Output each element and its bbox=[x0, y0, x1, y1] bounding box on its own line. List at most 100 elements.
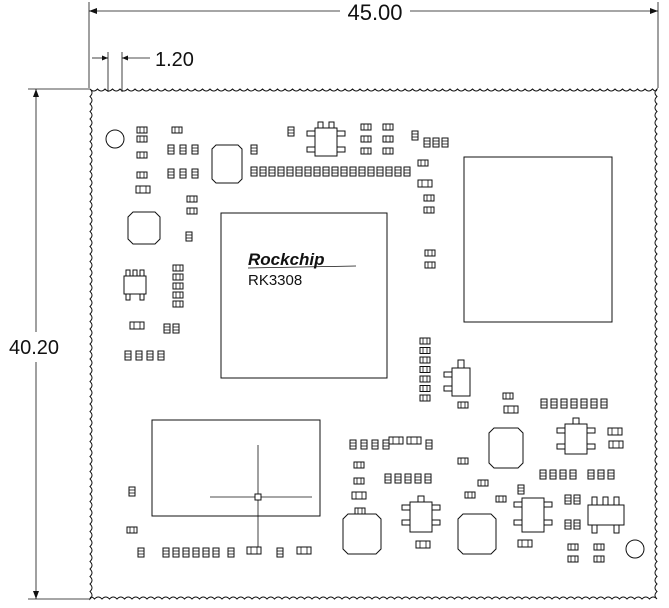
passive-component bbox=[331, 166, 339, 177]
passive-component bbox=[382, 147, 394, 155]
passive-component bbox=[432, 137, 440, 148]
passive-component bbox=[503, 405, 519, 414]
passive-component bbox=[559, 469, 567, 480]
passive-component bbox=[135, 185, 151, 194]
passive-component bbox=[573, 519, 581, 530]
passive-component bbox=[441, 137, 449, 148]
passive-component bbox=[424, 261, 436, 269]
passive-component bbox=[246, 546, 262, 555]
passive-component bbox=[580, 398, 588, 409]
passive-component bbox=[419, 337, 431, 345]
passive-component bbox=[212, 547, 220, 558]
passive-component bbox=[385, 166, 393, 177]
inductor bbox=[342, 513, 382, 555]
passive-component bbox=[457, 401, 469, 409]
passive-component bbox=[136, 126, 148, 134]
passive-component bbox=[567, 543, 579, 551]
regulator bbox=[556, 417, 596, 455]
passive-component bbox=[423, 137, 431, 148]
passive-component bbox=[186, 207, 198, 215]
passive-component bbox=[277, 166, 285, 177]
passive-component bbox=[167, 168, 175, 179]
passive-component bbox=[268, 166, 276, 177]
passive-component bbox=[304, 166, 312, 177]
passive-component bbox=[411, 130, 419, 141]
passive-component bbox=[384, 473, 392, 484]
passive-component bbox=[136, 171, 148, 179]
passive-component bbox=[419, 356, 431, 364]
regulator bbox=[401, 495, 441, 533]
passive-component bbox=[587, 469, 595, 480]
passive-component bbox=[250, 166, 258, 177]
width-dimension: 45.00 bbox=[88, 0, 659, 88]
passive-component bbox=[570, 398, 578, 409]
passive-component bbox=[517, 539, 533, 548]
passive-component bbox=[608, 440, 624, 449]
mounting-hole bbox=[625, 539, 645, 559]
passive-component bbox=[227, 547, 235, 558]
passive-component bbox=[360, 123, 372, 131]
passive-component bbox=[388, 436, 404, 445]
regulator bbox=[123, 269, 147, 301]
passive-component bbox=[172, 300, 184, 308]
passive-component bbox=[146, 350, 154, 361]
passive-component bbox=[371, 439, 379, 450]
passive-component bbox=[313, 166, 321, 177]
inductor bbox=[457, 513, 497, 555]
height-dimension: 40.20 bbox=[9, 88, 90, 600]
passive-component bbox=[136, 135, 148, 143]
passive-component bbox=[417, 159, 429, 167]
passive-component bbox=[406, 436, 422, 445]
passive-component bbox=[259, 166, 267, 177]
passive-component bbox=[569, 469, 577, 480]
memory-chip bbox=[463, 156, 613, 323]
passive-component bbox=[129, 321, 145, 330]
passive-component bbox=[162, 547, 170, 558]
passive-component bbox=[157, 350, 165, 361]
passive-component bbox=[457, 457, 469, 465]
passive-component bbox=[358, 166, 366, 177]
passive-component bbox=[564, 494, 572, 505]
passive-component bbox=[419, 385, 431, 392]
passive-component bbox=[382, 135, 394, 143]
passive-component bbox=[172, 273, 184, 281]
passive-component bbox=[172, 264, 184, 272]
passive-component bbox=[495, 495, 507, 503]
passive-component bbox=[367, 166, 375, 177]
passive-component bbox=[353, 461, 365, 469]
inductor bbox=[488, 427, 524, 469]
passive-component bbox=[560, 398, 568, 409]
passive-component bbox=[185, 231, 193, 242]
passive-component bbox=[600, 398, 608, 409]
regulator bbox=[306, 121, 346, 157]
passive-component bbox=[419, 394, 431, 402]
passive-component bbox=[597, 469, 605, 480]
passive-component bbox=[126, 526, 138, 534]
passive-component bbox=[419, 366, 431, 373]
passive-component bbox=[424, 473, 432, 484]
pitch-dimension: 1.20 bbox=[92, 49, 194, 92]
passive-component bbox=[404, 473, 412, 484]
passive-component bbox=[163, 323, 171, 334]
inductor bbox=[127, 211, 161, 245]
soc-model-label: RK3308 bbox=[248, 272, 302, 289]
passive-component bbox=[354, 507, 366, 515]
passive-component bbox=[179, 144, 187, 155]
passive-component bbox=[382, 439, 390, 450]
passive-component bbox=[172, 323, 180, 334]
passive-component bbox=[128, 486, 136, 497]
passive-component bbox=[425, 439, 433, 450]
passive-component bbox=[394, 166, 402, 177]
passive-component bbox=[186, 195, 198, 203]
passive-component bbox=[135, 350, 143, 361]
passive-component bbox=[590, 398, 598, 409]
passive-component bbox=[607, 427, 623, 436]
passive-component bbox=[415, 540, 431, 549]
passive-component bbox=[182, 547, 190, 558]
soc-brand-logo: Rockchip bbox=[248, 250, 325, 269]
passive-component bbox=[202, 547, 210, 558]
passive-component bbox=[250, 144, 258, 155]
passive-component bbox=[403, 166, 411, 177]
passive-component bbox=[172, 291, 184, 299]
passive-component bbox=[136, 151, 148, 159]
